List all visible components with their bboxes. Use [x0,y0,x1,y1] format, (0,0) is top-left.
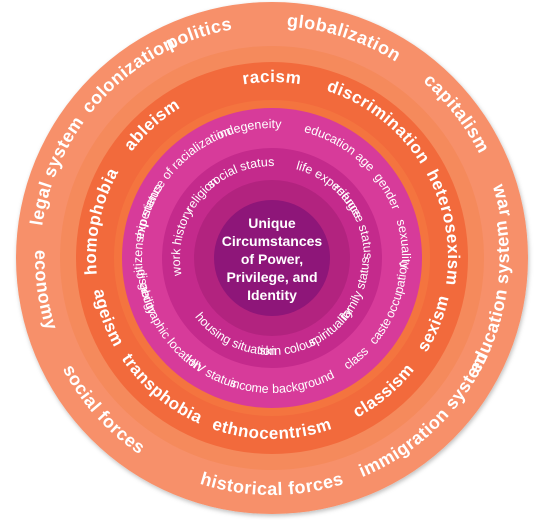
middle-ring-label: racism [241,67,303,88]
core-line-3: of Power, [241,251,303,267]
core-circle [214,200,330,316]
core-label: Unique Circumstances of Power, Privilege… [222,215,323,303]
core-line-5: Identity [247,287,297,303]
core-line-2: Circumstances [222,233,323,249]
core-line-4: Privilege, and [226,269,317,285]
core-line-1: Unique [248,215,296,231]
